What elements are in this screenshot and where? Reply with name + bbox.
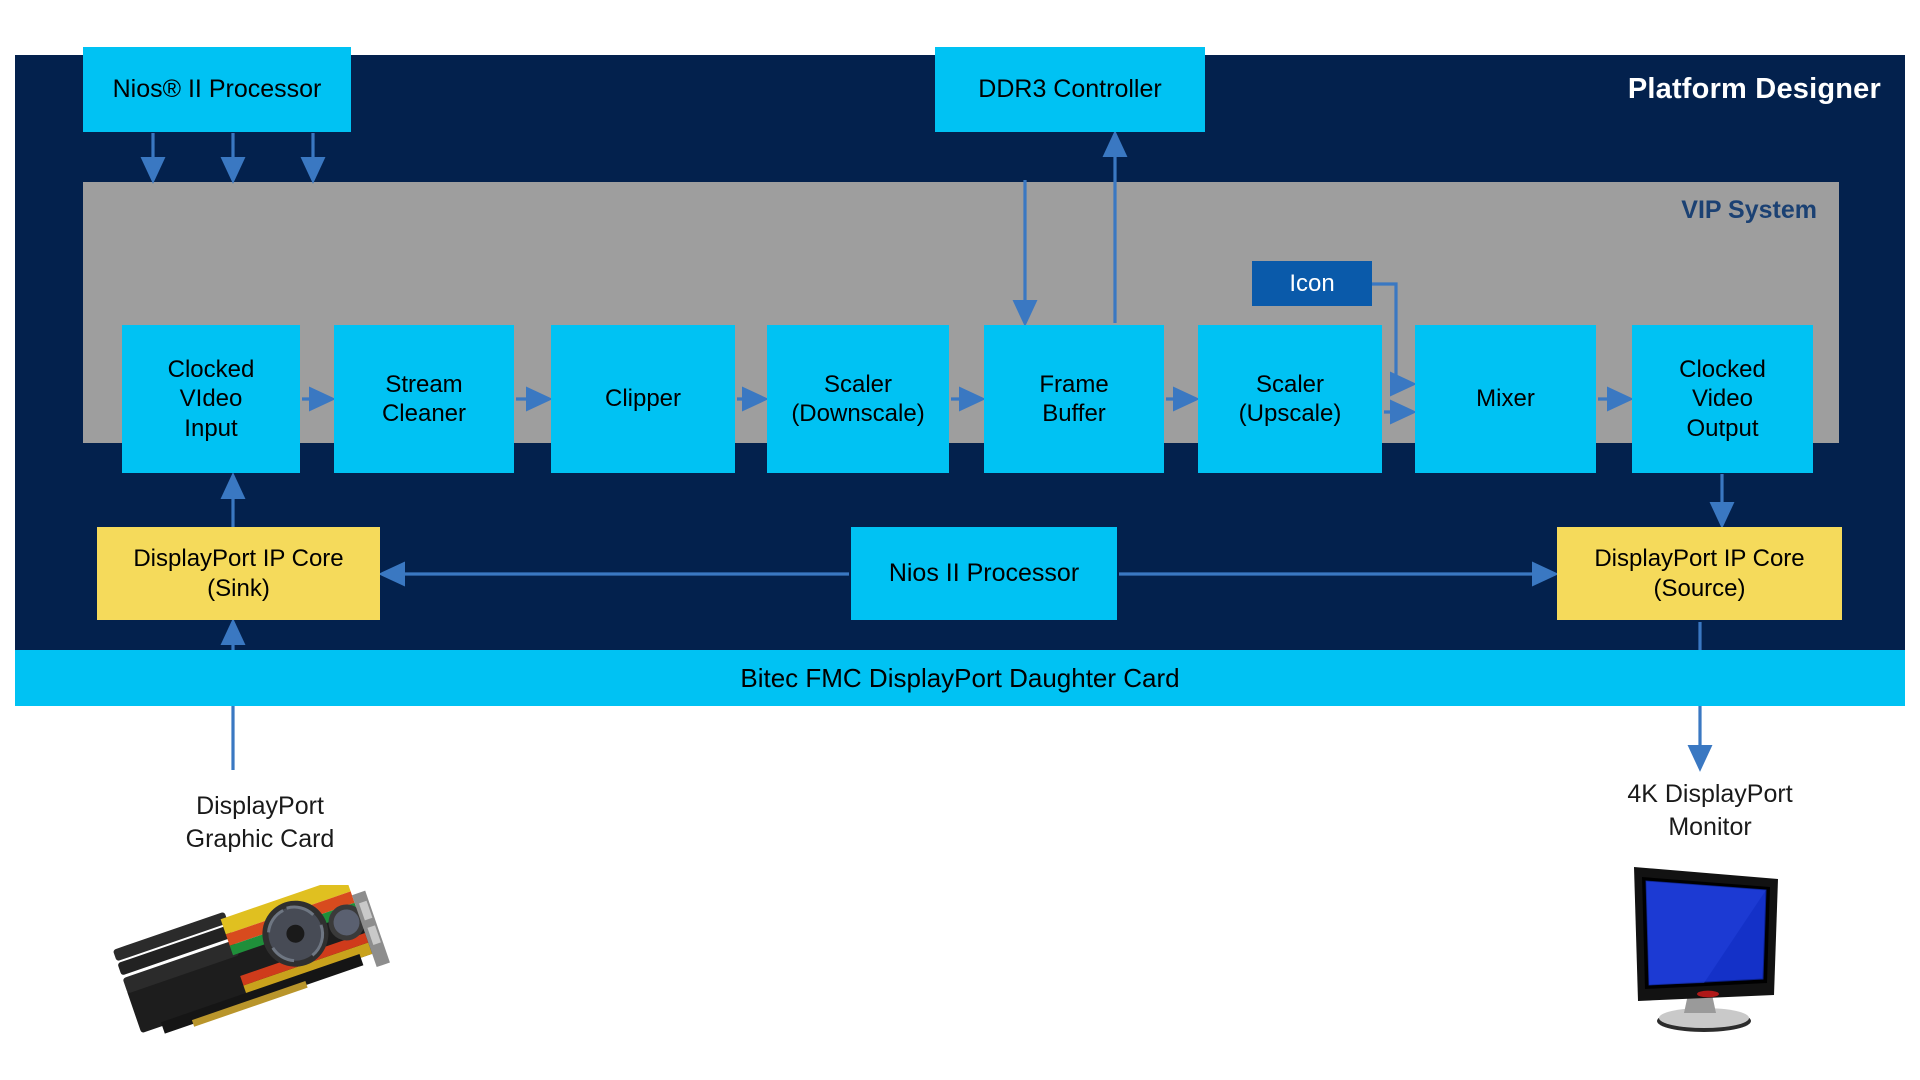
block-clipper[interactable]: Clipper	[551, 325, 735, 473]
block-clocked-video-input[interactable]: Clocked VIdeo Input	[122, 325, 300, 473]
block-label-line: Frame	[1039, 370, 1109, 398]
block-ddr3-controller[interactable]: DDR3 Controller	[935, 47, 1205, 132]
block-label-line: DisplayPort IP Core	[133, 545, 344, 573]
block-label-line: (Sink)	[207, 574, 270, 602]
block-nios-ii-processor-top[interactable]: Nios® II Processor	[83, 47, 351, 132]
block-label-line: (Upscale)	[1238, 400, 1342, 427]
block-scaler-downscale[interactable]: Scaler (Downscale)	[767, 325, 949, 473]
block-label-line: (Downscale)	[791, 400, 925, 427]
block-label-line: Scaler	[1255, 370, 1324, 398]
block-scaler-upscale[interactable]: Scaler (Upscale)	[1198, 325, 1382, 473]
block-label-line: Buffer	[1042, 400, 1106, 427]
block-label-line: Video	[1692, 385, 1753, 413]
block-label-line: Mixer	[1476, 385, 1535, 413]
caption-line: Graphic Card	[185, 825, 335, 853]
block-label-line: VIdeo	[179, 385, 243, 413]
block-label-line: Clocked	[167, 356, 255, 384]
block-label-line: Nios II Processor	[888, 559, 1080, 588]
block-label-line: DisplayPort IP Core	[1594, 545, 1805, 573]
block-label-line: (Source)	[1653, 574, 1746, 602]
daughter-card-banner: Bitec FMC DisplayPort Daughter Card	[15, 650, 1905, 706]
block-label-line: Stream	[385, 370, 463, 398]
block-nios-ii-processor-bottom[interactable]: Nios II Processor	[851, 527, 1117, 620]
block-label-line: Scaler	[823, 370, 893, 398]
block-label-line: Clipper	[604, 385, 682, 413]
monitor-image	[1634, 867, 1778, 1032]
daughter-card-label: Bitec FMC DisplayPort Daughter Card	[740, 662, 1180, 693]
caption-line: DisplayPort	[196, 792, 324, 820]
block-label: Nios® II Processor	[112, 75, 322, 104]
block-icon[interactable]: Icon	[1252, 261, 1372, 306]
block-clocked-video-output[interactable]: Clocked Video Output	[1632, 325, 1813, 473]
caption-displayport-graphic-card: DisplayPort Graphic Card	[120, 790, 400, 856]
block-stream-cleaner[interactable]: Stream Cleaner	[334, 325, 514, 473]
block-frame-buffer[interactable]: Frame Buffer	[984, 325, 1164, 473]
caption-line: Monitor	[1668, 813, 1752, 841]
page-title: Platform Designer	[1627, 73, 1881, 105]
block-label-line: Output	[1686, 414, 1759, 442]
vip-system-label: VIP System	[1681, 196, 1817, 224]
block-label: DDR3 Controller	[978, 75, 1162, 104]
block-label-line: Clocked	[1679, 356, 1766, 384]
graphics-card-image	[113, 885, 390, 1034]
block-mixer[interactable]: Mixer	[1415, 325, 1596, 473]
caption-4k-displayport-monitor: 4K DisplayPort Monitor	[1560, 778, 1860, 844]
caption-line: 4K DisplayPort	[1627, 780, 1793, 808]
block-label: Icon	[1289, 269, 1335, 297]
block-label-line: Cleaner	[381, 400, 467, 427]
block-label-line: Input	[184, 414, 238, 442]
block-displayport-ip-core-source[interactable]: DisplayPort IP Core (Source)	[1557, 527, 1842, 620]
block-displayport-ip-core-sink[interactable]: DisplayPort IP Core (Sink)	[97, 527, 380, 620]
